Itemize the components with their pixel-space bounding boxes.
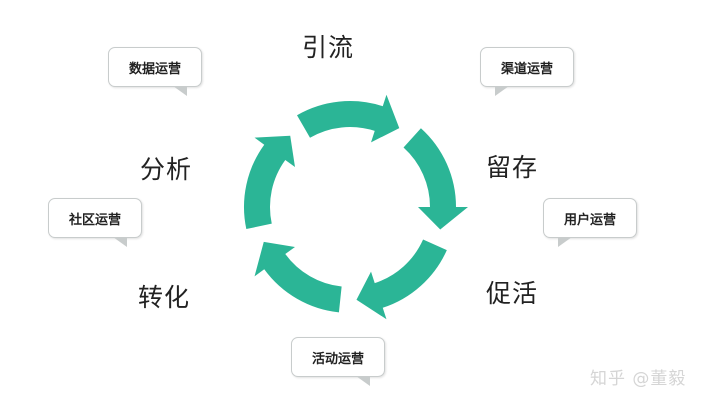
callout-tail [113,237,127,247]
stage-label-yinliu: 引流 [302,33,355,62]
callout-text: 数据运营 [128,61,181,77]
callout-text: 活动运营 [311,351,364,367]
callout-text: 社区运营 [68,212,121,228]
callout-data-ops: 数据运营 [108,47,202,96]
stage-label-cuohuo: 促活 [486,279,539,308]
cycle-arrow-4 [254,241,342,313]
cycle-arrow-2 [403,128,468,230]
callout-tail [356,376,370,386]
callout-activity-ops: 活动运营 [291,337,385,386]
callout-tail [558,237,572,247]
watermark: 知乎 @董毅 [590,369,687,389]
callout-tail [495,86,509,96]
callout-text: 渠道运营 [500,61,553,77]
callout-user-ops: 用户运营 [543,198,637,247]
stage-label-liucun: 留存 [486,153,539,182]
cycle-arrow-1 [297,94,400,143]
callout-channel-ops: 渠道运营 [480,47,574,96]
callout-community-ops: 社区运营 [48,198,142,247]
cycle-arrow-5 [244,135,295,230]
callout-tail [173,86,187,96]
callout-text: 用户运营 [563,212,616,228]
stage-label-zhuanhua: 转化 [138,283,191,312]
cycle-arrow-3 [356,239,447,320]
stage-label-fenxi: 分析 [140,155,193,184]
